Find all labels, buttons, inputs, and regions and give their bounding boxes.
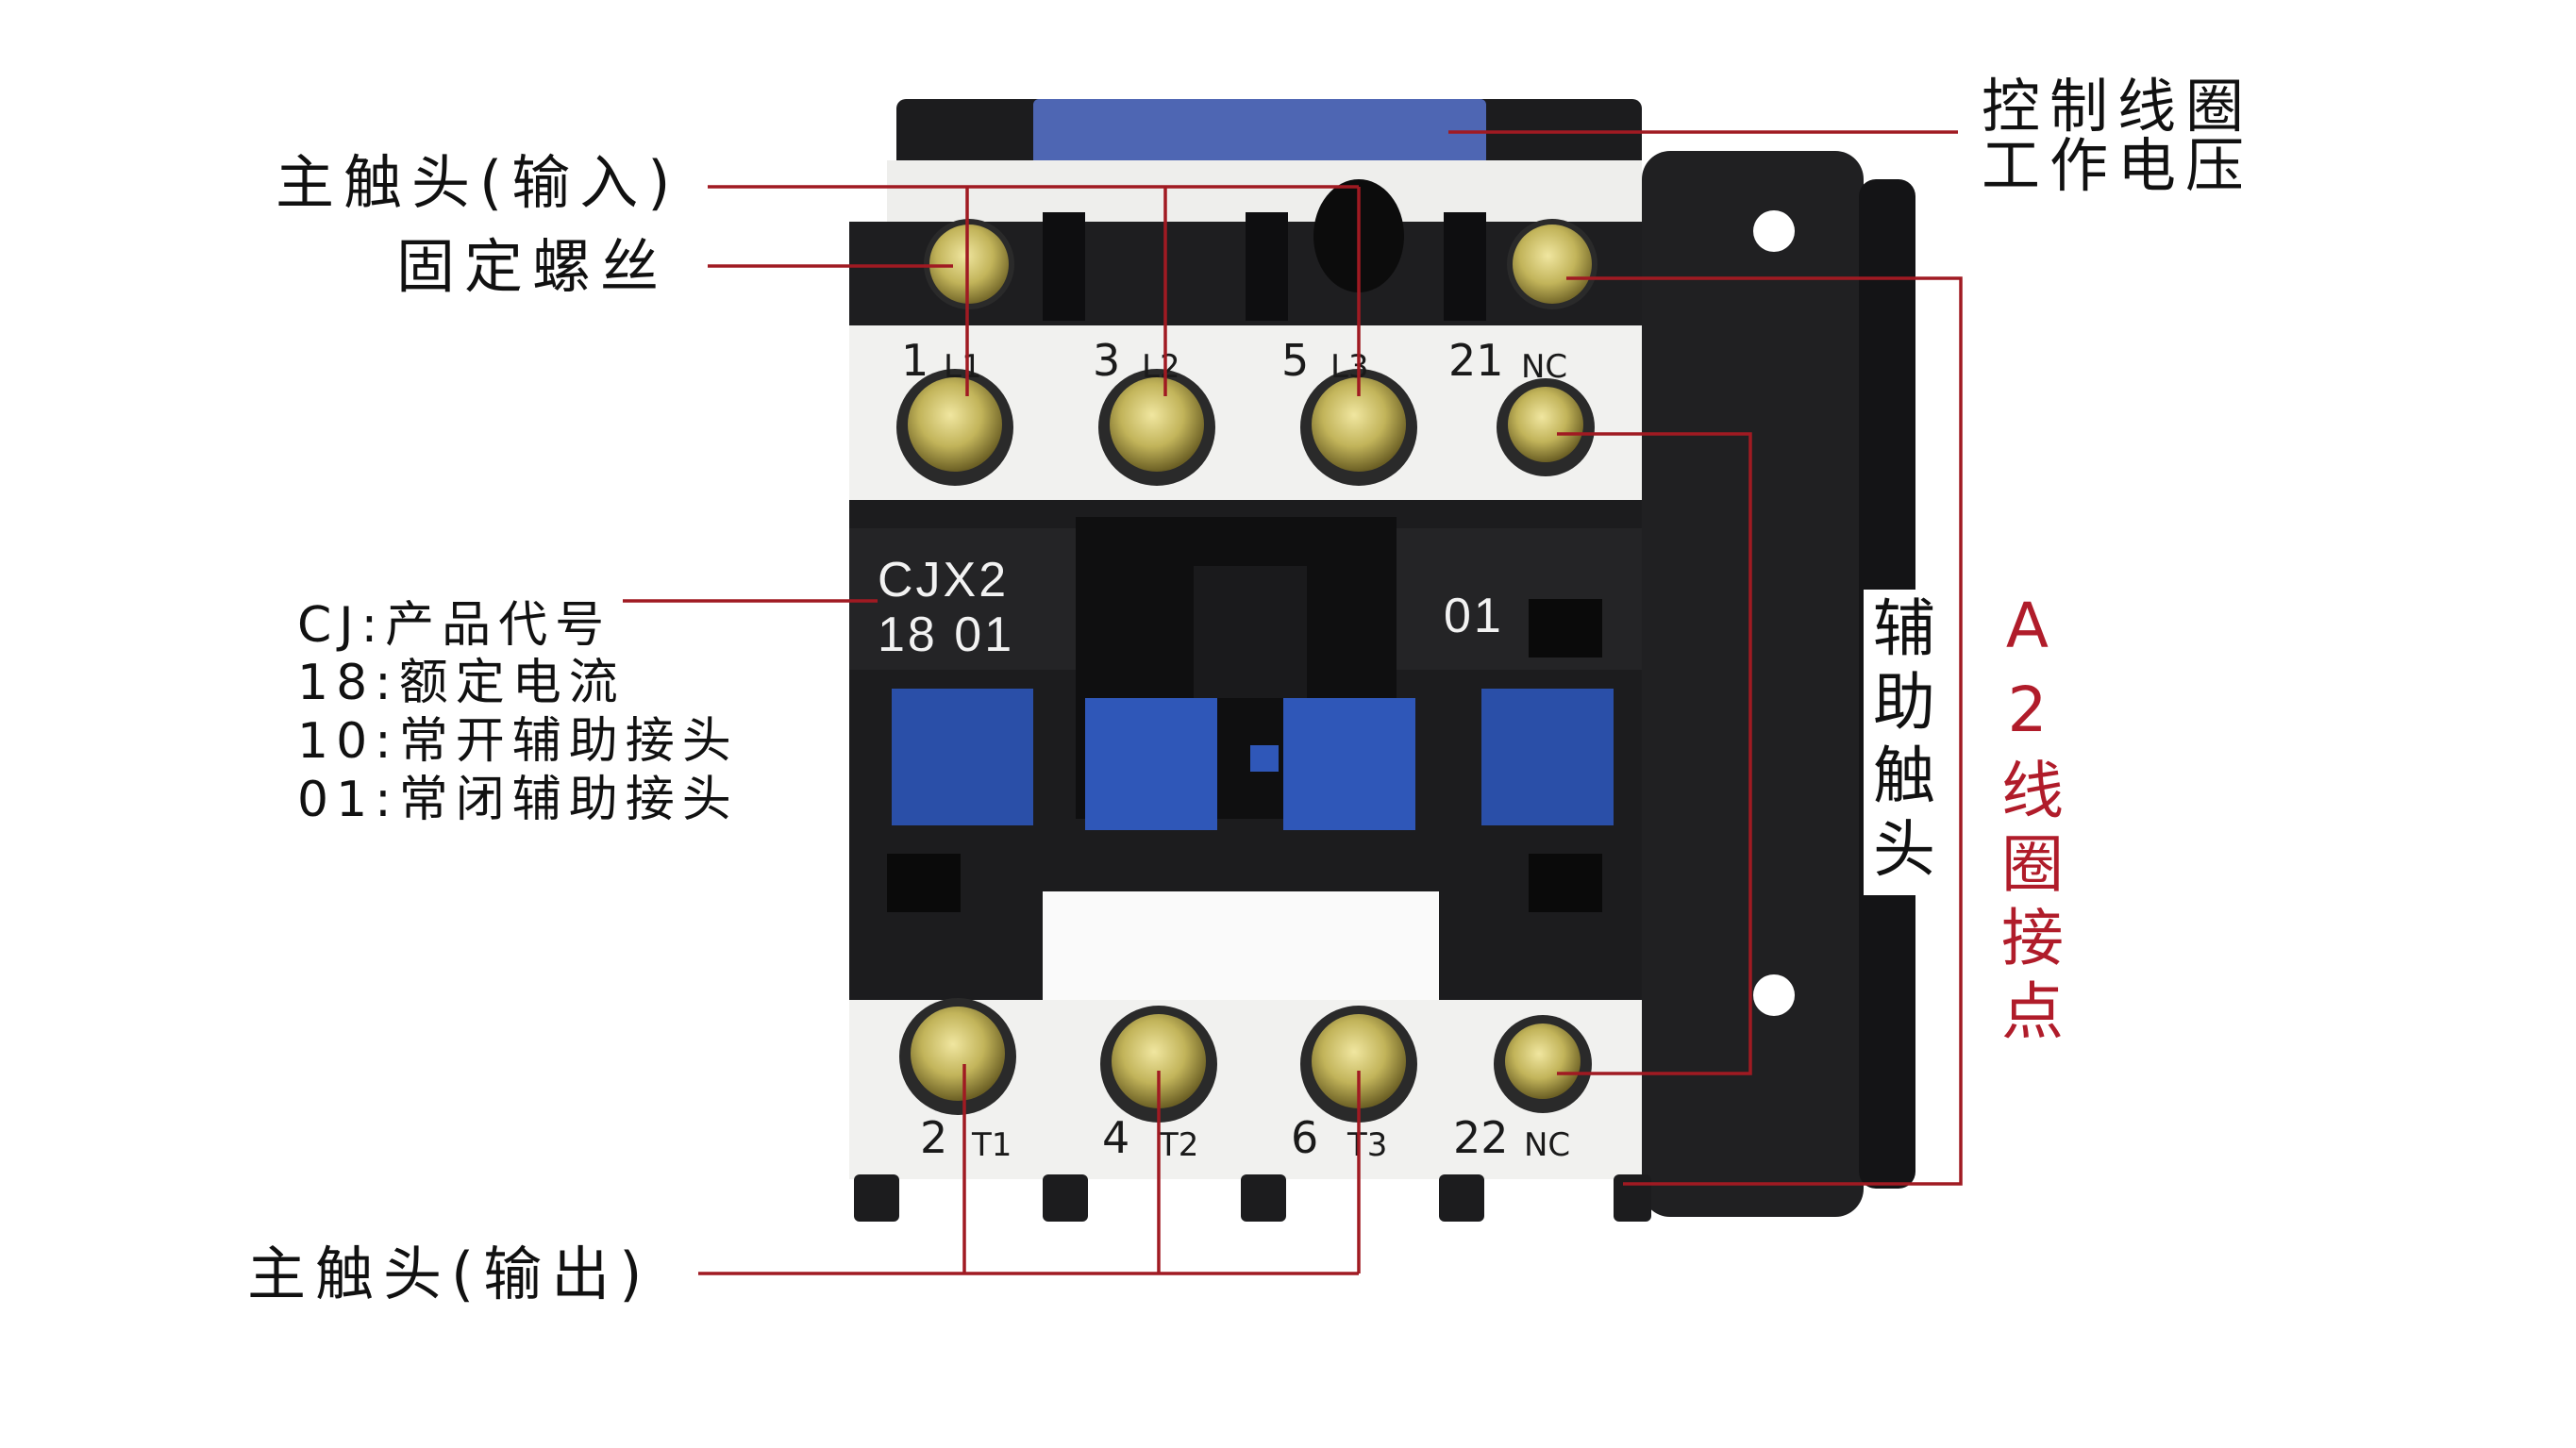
top-terminal-screws xyxy=(896,369,1595,486)
label-fixed-screw: 固定螺丝 xyxy=(396,232,669,301)
label-main-input: 主触头(输入) xyxy=(276,148,680,217)
spec-line-10: 10:常开辅助接头 xyxy=(297,713,739,770)
blue-button-center-right xyxy=(1283,698,1415,830)
top-terminal-num-21: 21 xyxy=(1448,335,1504,386)
leader-lines xyxy=(623,130,1963,1275)
side-mounting-body xyxy=(1642,151,1915,1217)
top-screw-block xyxy=(849,179,1642,325)
a2-screw xyxy=(1507,219,1597,309)
coil-label-plate xyxy=(1033,99,1486,165)
top-terminal-num-1: 1 xyxy=(901,335,928,386)
bottom-terminal-num-6: 6 xyxy=(1291,1112,1318,1163)
top-terminal-num-3: 3 xyxy=(1093,335,1120,386)
label-coil-voltage-1: 控制线圈 xyxy=(1982,72,2254,141)
aux-code: 01 xyxy=(1444,589,1504,643)
top-terminal-sub-5: L3 xyxy=(1330,348,1369,386)
top-terminal-sub-1: L1 xyxy=(944,348,982,386)
blue-button-right xyxy=(1481,689,1614,825)
bottom-terminal-num-4: 4 xyxy=(1102,1112,1129,1163)
leader-aux-contact xyxy=(1557,432,1752,1075)
spec-line-18: 18:额定电流 xyxy=(297,655,626,711)
upper-terminal-block: 1 L1 3 L2 5 L3 21 NC xyxy=(849,325,1642,500)
bottom-terminal-num-2: 2 xyxy=(920,1112,947,1163)
bottom-terminal-sub-6: T3 xyxy=(1347,1126,1387,1164)
bottom-terminal-sub-4: T2 xyxy=(1158,1126,1198,1164)
middle-body: CJX2 18 01 01 xyxy=(849,500,1642,1014)
bottom-legs xyxy=(854,1174,1651,1222)
bottom-terminal-sub-2: T1 xyxy=(971,1126,1012,1164)
top-terminal-num-5: 5 xyxy=(1281,335,1309,386)
spec-line-cj: CJ:产品代号 xyxy=(297,597,612,654)
model-line-2: 18 01 xyxy=(878,607,1014,662)
label-coil-voltage-2: 工作电压 xyxy=(1982,131,2254,200)
label-a2-coil: A2线圈接点 xyxy=(1991,590,2064,1052)
leader-a2-coil xyxy=(1566,276,1963,1186)
label-strip xyxy=(1043,891,1439,1014)
bottom-terminal-num-22: 22 xyxy=(1453,1112,1509,1163)
label-aux-contact: 辅助触头 xyxy=(1863,590,1935,895)
model-line-1: CJX2 xyxy=(878,553,1009,607)
blue-button-left xyxy=(892,689,1033,825)
bottom-terminal-sub-22: NC xyxy=(1524,1126,1570,1164)
label-main-output: 主触头(输出) xyxy=(247,1240,652,1308)
blue-button-center-left xyxy=(1085,698,1217,830)
fixed-screw xyxy=(924,219,1014,309)
lower-terminal-block: 2 T1 4 T2 6 T3 22 NC xyxy=(849,998,1642,1179)
spec-line-01: 01:常闭辅助接头 xyxy=(297,772,739,828)
top-terminal-sub-3: L2 xyxy=(1142,348,1180,386)
top-terminal-sub-21: NC xyxy=(1521,348,1567,386)
